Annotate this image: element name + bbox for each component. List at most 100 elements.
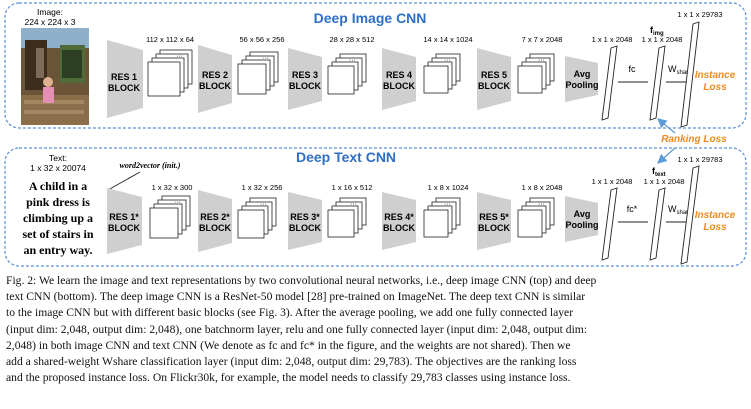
svg-text:BLOCK: BLOCK xyxy=(199,223,231,233)
svg-text:···: ··· xyxy=(176,53,183,60)
svg-text:···: ··· xyxy=(174,199,181,206)
caption-line: 2,048) in both image CNN and text CNN (W… xyxy=(6,338,571,352)
image-res-block-3: RES 3 BLOCK xyxy=(288,48,322,110)
image-cnn-title: Deep Image CNN xyxy=(314,10,427,26)
text-out-vector xyxy=(680,165,700,265)
image-res-block-5: RES 5 BLOCK xyxy=(477,48,511,110)
svg-text:56 x 56 x 256: 56 x 56 x 256 xyxy=(239,35,284,44)
svg-text:···: ··· xyxy=(444,57,451,64)
image-feature-map-2: 56 x 56 x 256 ··· xyxy=(237,35,285,95)
architecture-figure: Deep Image CNN Image: 224 x 224 x 3 RES … xyxy=(4,2,747,267)
input-photo xyxy=(21,28,89,125)
svg-text:BLOCK: BLOCK xyxy=(478,223,510,233)
text-cnn-title: Deep Text CNN xyxy=(296,149,396,165)
svg-text:pink dress is: pink dress is xyxy=(26,195,90,209)
text-input-sentence: A child in a pink dress is climbing up a… xyxy=(23,179,94,257)
image-f-vector xyxy=(649,45,666,121)
svg-text:7 x 7 x 2048: 7 x 7 x 2048 xyxy=(522,35,563,44)
text-pool-vector xyxy=(601,187,618,261)
image-out-dim: 1 x 1 x 29783 xyxy=(677,10,722,19)
image-input-label: Image: xyxy=(37,7,63,17)
text-instance-loss-1: Instance xyxy=(695,210,736,221)
text-feature-map-5: 1 x 8 x 2048 ··· xyxy=(517,183,563,238)
svg-text:BLOCK: BLOCK xyxy=(289,81,321,91)
text-fc-label: fc* xyxy=(627,204,638,214)
svg-text:an entry way.: an entry way. xyxy=(24,243,93,257)
image-feature-map-4: 14 x 14 x 1024 ··· xyxy=(423,35,473,94)
svg-text:Pooling: Pooling xyxy=(566,80,599,90)
ranking-arrow-up xyxy=(657,118,676,134)
text-f-label: ftext xyxy=(652,166,666,178)
text-input-dim: 1 x 32 x 20074 xyxy=(30,163,86,173)
caption-line: to the image CNN but with different basi… xyxy=(6,306,574,320)
image-res-block-2: RES 2 BLOCK xyxy=(198,45,232,113)
svg-text:RES 1*: RES 1* xyxy=(109,212,139,222)
text-feature-map-2: 1 x 32 x 256 ··· xyxy=(237,183,283,239)
word2vector-arrow xyxy=(107,171,141,191)
word2vector-label: word2vector (init.) xyxy=(120,161,181,170)
svg-text:RES 1: RES 1 xyxy=(111,72,137,82)
image-wshare-label: Wshare xyxy=(668,64,692,76)
image-feature-map-5: 7 x 7 x 2048 ··· xyxy=(517,35,563,94)
svg-text:RES 3: RES 3 xyxy=(292,70,318,80)
svg-text:···: ··· xyxy=(350,201,357,208)
svg-text:1 x 32 x 300: 1 x 32 x 300 xyxy=(152,183,193,192)
text-feature-map-1: 1 x 32 x 300 ··· xyxy=(149,183,193,239)
image-feature-map-1: 112 x 112 x 64 ··· xyxy=(146,35,194,97)
caption-line: add a shared-weight Wshare classificatio… xyxy=(6,355,577,369)
svg-text:BLOCK: BLOCK xyxy=(108,83,140,93)
svg-text:···: ··· xyxy=(538,57,545,64)
image-res-block-1: RES 1 BLOCK xyxy=(107,40,143,118)
svg-text:···: ··· xyxy=(349,57,356,64)
svg-text:BLOCK: BLOCK xyxy=(289,223,321,233)
text-res-block-2: RES 2* BLOCK xyxy=(198,190,232,252)
image-instance-loss-1: Instance xyxy=(695,70,736,81)
svg-text:···: ··· xyxy=(260,201,267,208)
svg-text:···: ··· xyxy=(538,201,545,208)
svg-text:RES 3*: RES 3* xyxy=(290,212,320,222)
svg-text:BLOCK: BLOCK xyxy=(478,81,510,91)
svg-text:BLOCK: BLOCK xyxy=(383,81,415,91)
svg-text:RES 5: RES 5 xyxy=(481,70,507,80)
text-feature-map-3: 1 x 16 x 512 ··· xyxy=(327,183,373,238)
text-res-block-5: RES 5* BLOCK xyxy=(477,192,511,250)
svg-text:Avg: Avg xyxy=(574,209,591,219)
svg-text:RES 5*: RES 5* xyxy=(479,212,509,222)
svg-text:Pooling: Pooling xyxy=(566,220,599,230)
image-input-dim: 224 x 224 x 3 xyxy=(24,17,75,27)
svg-text:1 x 8 x 2048: 1 x 8 x 2048 xyxy=(522,183,563,192)
svg-text:BLOCK: BLOCK xyxy=(199,81,231,91)
text-feature-map-4: 1 x 8 x 1024 ··· xyxy=(423,183,468,238)
text-cnn-panel xyxy=(4,147,747,267)
ranking-arrow-down xyxy=(657,147,676,164)
svg-text:BLOCK: BLOCK xyxy=(108,223,140,233)
text-avg-pooling: Avg Pooling xyxy=(565,196,599,242)
image-res-block-4: RES 4 BLOCK xyxy=(382,48,416,110)
image-pool-dim: 1 x 1 x 2048 xyxy=(592,35,633,44)
caption-line: Fig. 2: We learn the image and text repr… xyxy=(6,274,597,287)
image-feature-map-3: 28 x 28 x 512 ··· xyxy=(327,35,375,95)
svg-text:112 x 112 x 64: 112 x 112 x 64 xyxy=(146,35,194,44)
svg-text:1 x 32 x 256: 1 x 32 x 256 xyxy=(242,183,283,192)
image-out-vector xyxy=(680,21,700,128)
svg-text:···: ··· xyxy=(262,55,269,62)
text-out-dim: 1 x 1 x 29783 xyxy=(677,155,722,164)
svg-text:1 x 16 x 512: 1 x 16 x 512 xyxy=(332,183,373,192)
caption-line: and the proposed instance loss. On Flick… xyxy=(6,371,571,385)
text-res-block-3: RES 3* BLOCK xyxy=(288,192,322,250)
svg-text:climbing up a: climbing up a xyxy=(23,211,93,225)
image-instance-loss-2: Loss xyxy=(703,82,727,93)
svg-text:RES 2*: RES 2* xyxy=(200,212,230,222)
text-pool-dim: 1 x 1 x 2048 xyxy=(592,177,633,186)
svg-text:14 x 14 x 1024: 14 x 14 x 1024 xyxy=(423,35,472,44)
text-res-block-1: RES 1* BLOCK xyxy=(107,188,142,254)
svg-text:28 x 28 x 512: 28 x 28 x 512 xyxy=(329,35,374,44)
svg-text:···: ··· xyxy=(444,201,451,208)
image-f-label: fimg xyxy=(650,25,664,37)
text-f-vector xyxy=(649,187,666,261)
text-instance-loss-2: Loss xyxy=(703,222,727,233)
caption-line: text CNN (bottom). The deep image CNN is… xyxy=(6,290,586,304)
text-fc-dim: 1 x 1 x 2048 xyxy=(644,177,685,186)
image-cnn-panel xyxy=(4,2,747,129)
svg-text:RES 2: RES 2 xyxy=(202,70,228,80)
